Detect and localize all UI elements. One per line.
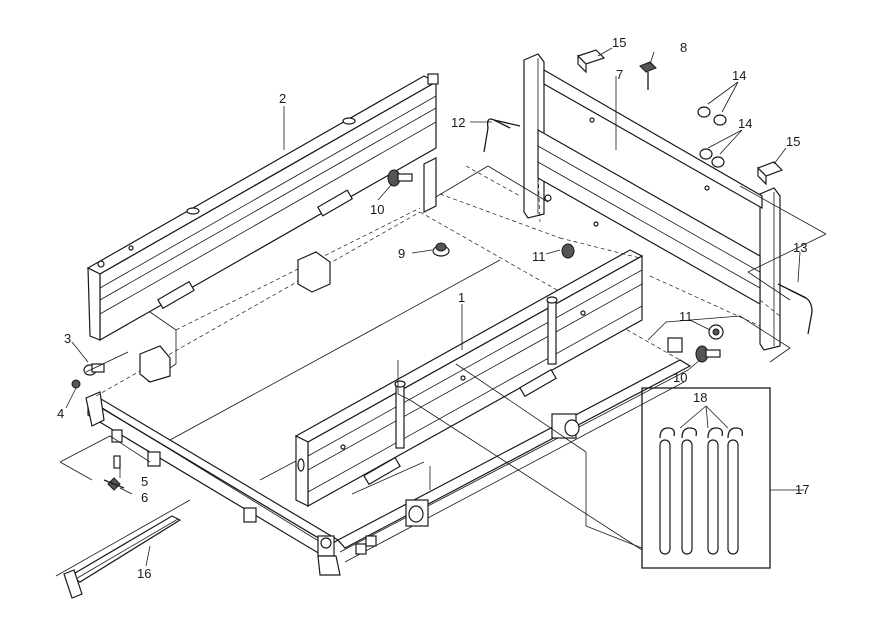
callout-5: 5 bbox=[141, 474, 148, 489]
callout-9: 9 bbox=[398, 246, 405, 261]
pin-18 bbox=[727, 427, 744, 555]
bolt-8 bbox=[639, 61, 657, 90]
callout-17: 17 bbox=[795, 482, 809, 497]
nut-4 bbox=[71, 379, 81, 389]
spacer-11-upper bbox=[561, 243, 575, 259]
pin-set-box-17 bbox=[641, 387, 790, 569]
spacer-11-lower bbox=[708, 324, 724, 340]
callout-labels: 1 2 3 4 5 6 7 8 10 10 9 11 11 12 13 14 1… bbox=[57, 35, 809, 581]
callout-12: 12 bbox=[451, 115, 465, 130]
lever-16 bbox=[55, 499, 191, 599]
pin-18 bbox=[707, 427, 724, 555]
pin-18 bbox=[681, 427, 698, 555]
callout-3: 3 bbox=[64, 331, 71, 346]
callout-16: 16 bbox=[137, 566, 151, 581]
handle-13 bbox=[777, 283, 813, 335]
callout-8: 8 bbox=[680, 40, 687, 55]
bolt-10-lower bbox=[695, 345, 721, 363]
callout-10b: 10 bbox=[673, 370, 687, 385]
hinge bbox=[157, 189, 354, 310]
pin-18 bbox=[659, 427, 676, 555]
side-latch bbox=[405, 337, 683, 527]
end-gate-7 bbox=[523, 53, 781, 351]
callout-15a: 15 bbox=[612, 35, 626, 50]
callout-7: 7 bbox=[616, 67, 623, 82]
side-panel-2 bbox=[86, 73, 439, 342]
bolt-10-upper bbox=[387, 169, 413, 187]
callout-10a: 10 bbox=[370, 202, 384, 217]
callout-11b: 11 bbox=[679, 309, 693, 324]
callout-11a: 11 bbox=[532, 249, 546, 264]
hinge bbox=[363, 368, 557, 486]
pin-3 bbox=[83, 363, 105, 376]
callout-15b: 15 bbox=[786, 134, 800, 149]
callout-18: 18 bbox=[693, 390, 707, 405]
base-frame bbox=[85, 211, 692, 576]
side-panel-1 bbox=[294, 249, 644, 508]
bolt-5 bbox=[113, 455, 121, 469]
callout-14b: 14 bbox=[738, 116, 752, 131]
callout-13: 13 bbox=[793, 240, 807, 255]
corner-bracket bbox=[139, 157, 437, 383]
nut-14 bbox=[697, 106, 727, 168]
wing-nut-6 bbox=[103, 477, 125, 491]
callout-14a: 14 bbox=[732, 68, 746, 83]
cap-15-lower bbox=[756, 161, 784, 186]
callout-6: 6 bbox=[141, 490, 148, 505]
nut-9 bbox=[432, 242, 450, 257]
callout-1: 1 bbox=[458, 290, 465, 305]
callout-4: 4 bbox=[57, 406, 64, 421]
callout-leaders bbox=[65, 47, 804, 567]
cap-15-upper bbox=[576, 49, 606, 74]
stake-pocket bbox=[111, 429, 257, 523]
callout-2: 2 bbox=[279, 91, 286, 106]
handle-12 bbox=[483, 118, 521, 153]
